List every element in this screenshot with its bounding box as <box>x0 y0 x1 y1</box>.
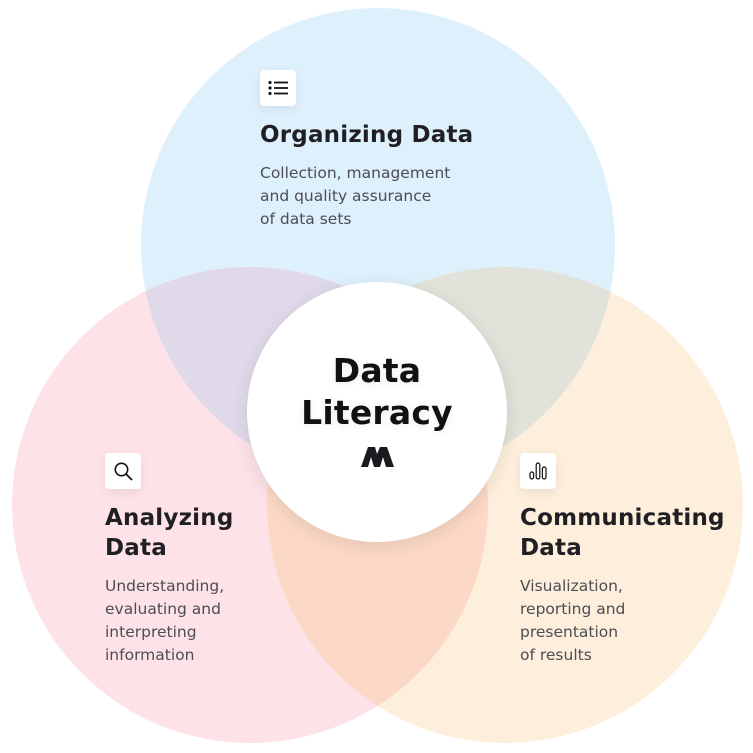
center-title-line2: Literacy <box>301 393 453 432</box>
center-title-line1: Data <box>332 351 422 390</box>
section-analyzing: Analyzing Data Understanding, evaluating… <box>105 453 233 667</box>
bar-chart-icon <box>529 462 547 480</box>
communicating-description: Visualization, reporting and presentatio… <box>520 577 626 664</box>
organizing-title: Organizing Data <box>260 122 474 148</box>
communicating-title-line2: Data <box>520 535 582 561</box>
search-icon <box>114 462 133 481</box>
center-title: Data Literacy <box>301 350 453 434</box>
analyzing-description: Understanding, evaluating and interpreti… <box>105 577 225 664</box>
search-icon-box <box>105 453 141 489</box>
m-logo-icon <box>361 447 394 467</box>
list-icon <box>268 80 288 96</box>
section-communicating: Communicating Data Visualization, report… <box>520 453 725 667</box>
bar-chart-icon-box <box>520 453 556 489</box>
list-icon-box <box>260 70 296 106</box>
organizing-description: Collection, management and quality assur… <box>260 164 451 228</box>
communicating-title-line1: Communicating <box>520 505 725 531</box>
analyzing-title: Analyzing Data <box>105 503 233 563</box>
center-circle: Data Literacy <box>247 282 507 542</box>
analyzing-title-line1: Analyzing <box>105 505 234 531</box>
section-organizing: Organizing Data Collection, management a… <box>260 70 473 231</box>
analyzing-title-line2: Data <box>105 535 167 561</box>
communicating-title: Communicating Data <box>520 503 725 563</box>
